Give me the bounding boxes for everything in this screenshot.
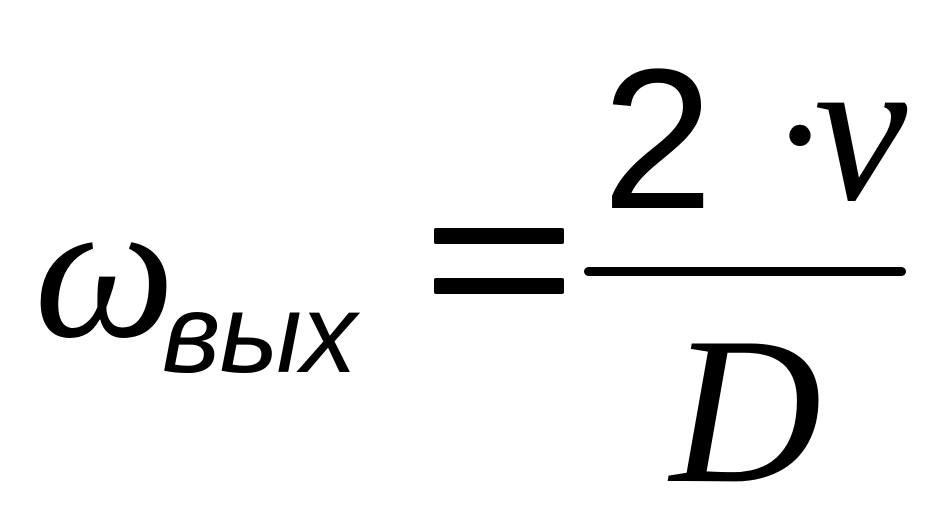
fraction-denominator: D	[670, 295, 822, 527]
numerator-coefficient: 2	[602, 28, 714, 251]
numerator-variable: v	[814, 13, 908, 245]
fraction-numerator: 2 · v	[602, 24, 907, 251]
fraction: 2 · v D	[578, 24, 918, 516]
equals-bar-top	[434, 228, 564, 244]
equals-bar-bottom	[434, 278, 564, 294]
omega-subscript: вых	[162, 271, 357, 396]
multiply-dot: ·	[770, 35, 830, 234]
equals-sign	[434, 210, 572, 310]
omega-symbol: ω	[34, 159, 176, 380]
fraction-bar	[584, 267, 906, 276]
formula-lhs: ω вых	[34, 170, 364, 410]
